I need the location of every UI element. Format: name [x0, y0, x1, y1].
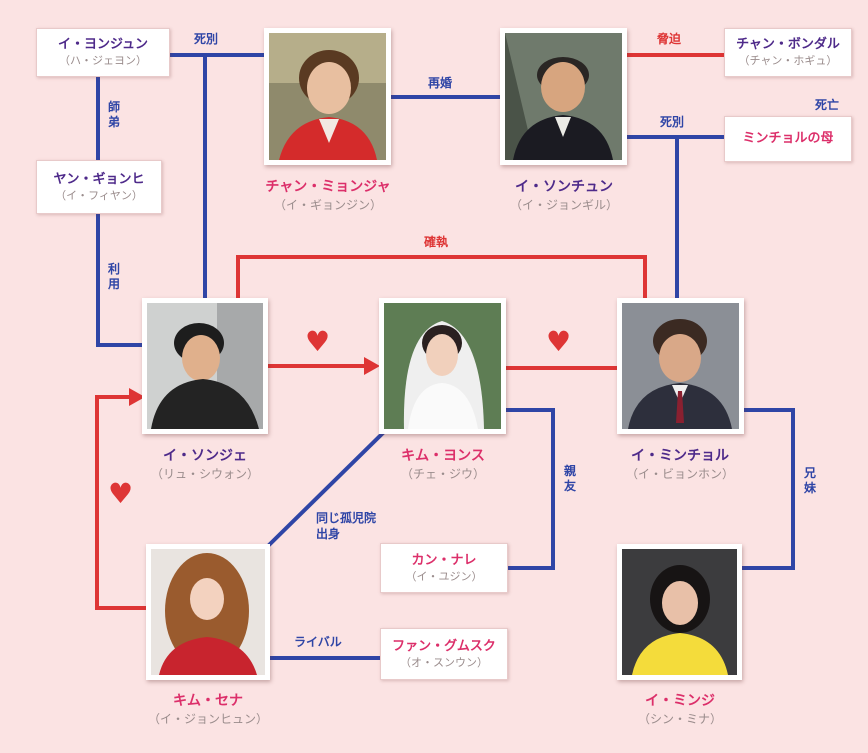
relation-label-shitei: 師弟 — [107, 100, 120, 129]
name-box-kan-nare: カン・ナレ （イ・ユジン） — [380, 543, 508, 593]
caption-kim-sena: キム・セナ （イ・ジョンヒュン） — [120, 691, 296, 728]
name-box-i-yongjun: イ・ヨンジュン （ハ・ジェヨン） — [36, 28, 170, 77]
bride-veil-photo — [384, 303, 501, 429]
line-yonsu-sena — [266, 430, 386, 548]
caption-i-sonje: イ・ソンジェ （リュ・シウォン） — [117, 446, 293, 483]
actor-i-yongjun: （ハ・ジェヨン） — [59, 54, 147, 67]
caption-i-minji: イ・ミンジ （シン・ミナ） — [592, 691, 768, 728]
young-man-black-coat-photo — [147, 303, 263, 429]
heart-icon: ♥ — [108, 477, 134, 510]
woman-red-jacket-photo — [269, 33, 386, 160]
photo-i-minji — [617, 544, 742, 680]
actor-kim-sena: （イ・ジョンヒュン） — [147, 712, 268, 726]
name-box-minchol-mother: ミンチョルの母 — [724, 116, 852, 162]
photo-kim-sena — [146, 544, 270, 680]
relation-label-shibetsu-2: 死別 — [660, 115, 685, 129]
relation-label-orphanage-1: 同じ孤児院 — [316, 511, 377, 525]
name-i-minchol: イ・ミンチョル — [631, 448, 729, 464]
name-minchol-mother: ミンチョルの母 — [742, 131, 834, 146]
actor-kim-yonsu: （チェ・ジウ） — [400, 467, 485, 481]
name-chan-bondal: チャン・ボンダル — [736, 37, 840, 52]
actor-i-sonje: （リュ・シウォン） — [150, 467, 259, 481]
heart-icon: ♥ — [546, 325, 572, 358]
girl-yellow-top-photo — [622, 549, 737, 675]
relation-label-shibou: 死亡 — [815, 98, 840, 112]
arrowhead-to-sonje — [129, 388, 145, 406]
actor-fan-gumusuku: （オ・スンウン） — [400, 655, 488, 669]
heart-icon: ♥ — [305, 325, 331, 358]
name-i-yongjun: イ・ヨンジュン — [57, 37, 149, 52]
photo-chan-myonja — [264, 28, 391, 165]
relation-label-saikon: 再婚 — [428, 76, 453, 90]
actor-i-minchol: （イ・ビョンホン） — [625, 467, 734, 481]
line-minchol-minji — [742, 408, 795, 570]
name-i-sonje: イ・ソンジェ — [163, 448, 247, 464]
line-sena-sonje — [95, 395, 147, 610]
line-gyonhi-sonje — [96, 212, 145, 347]
photo-kim-yonsu — [379, 298, 506, 434]
photo-i-minchol — [617, 298, 744, 434]
name-chan-myonja: チャン・ミョンジャ — [265, 179, 391, 195]
name-box-fan-gumusuku: ファン・グムスク （オ・スンウン） — [380, 628, 508, 680]
name-kan-nare: カン・ナレ — [411, 552, 477, 568]
caption-kim-yonsu: キム・ヨンス （チェ・ジウ） — [355, 446, 531, 483]
relation-label-kyouhaku: 脅迫 — [657, 32, 682, 46]
relation-label-riyou: 利用 — [107, 262, 120, 291]
relation-label-orphanage-2: 出身 — [316, 527, 341, 541]
man-suit-tie-photo — [622, 303, 739, 429]
arrowhead-to-yonsu — [364, 357, 380, 375]
photo-i-sonchun — [500, 28, 627, 165]
relation-label-shinyuu: 親友 — [563, 464, 576, 493]
man-dark-suit-photo — [505, 33, 622, 160]
actor-yang-gyonhi: （イ・フィヤン） — [55, 188, 143, 202]
caption-i-minchol: イ・ミンチョル （イ・ビョンホン） — [592, 446, 768, 483]
caption-chan-myonja: チャン・ミョンジャ （イ・ギョンジン） — [240, 177, 416, 214]
name-i-sonchun: イ・ソンチュン — [515, 179, 613, 195]
relation-label-rival: ライバル — [294, 635, 342, 649]
actor-i-sonchun: （イ・ジョンギル） — [509, 198, 618, 212]
relation-label-kakushitsu: 確執 — [424, 235, 449, 249]
actor-chan-bondal: （チャン・ホギュ） — [738, 54, 838, 67]
name-box-chan-bondal: チャン・ボンダル （チャン・ホギュ） — [724, 28, 852, 77]
curly-hair-woman-photo — [151, 549, 265, 675]
line-sonje-minchol-conflict — [236, 255, 647, 300]
name-fan-gumusuku: ファン・グムスク — [392, 638, 496, 654]
actor-kan-nare: （イ・ユジン） — [405, 569, 483, 583]
name-box-yang-gyonhi: ヤン・ギョンヒ （イ・フィヤン） — [36, 160, 162, 214]
actor-chan-myonja: （イ・ギョンジン） — [273, 198, 382, 212]
relation-label-shibetsu-1: 死別 — [194, 32, 219, 46]
line-yonsu-nare — [505, 408, 555, 570]
photo-i-sonje — [142, 298, 268, 434]
caption-i-sonchun: イ・ソンチュン （イ・ジョンギル） — [476, 177, 652, 214]
name-kim-yonsu: キム・ヨンス — [401, 448, 485, 464]
name-i-minji: イ・ミンジ — [645, 693, 715, 709]
name-kim-sena: キム・セナ — [173, 693, 243, 709]
name-yang-gyonhi: ヤン・ギョンヒ — [53, 171, 145, 187]
actor-i-minji: （シン・ミナ） — [637, 712, 722, 726]
relation-label-kyoudai: 兄妹 — [803, 466, 816, 495]
